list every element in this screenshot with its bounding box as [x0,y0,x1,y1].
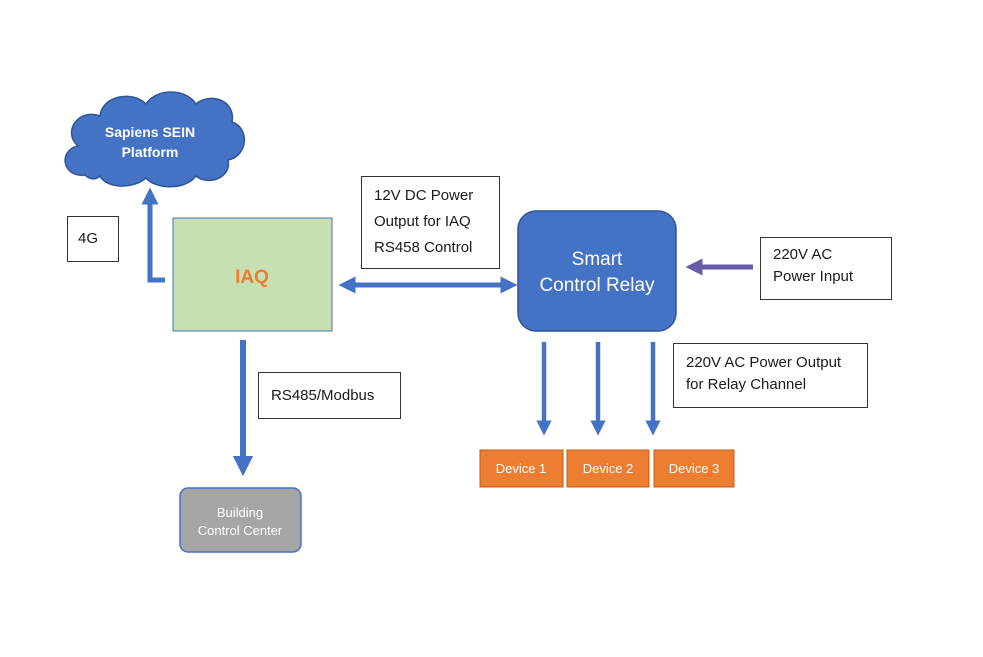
device-3-box [653,449,735,488]
iaq-to-cloud-arrow [141,187,165,283]
building-box [179,487,302,553]
iaq-box [172,217,333,332]
label-dc-power-line3: RS458 Control [374,239,473,256]
cloud-label-line1: Sapiens SEIN [105,124,195,140]
relay-box [517,210,677,332]
label-ac-output-line2: for Relay Channel [686,376,807,393]
sapiens-sein-platform-cloud: Sapiens SEIN Platform [64,91,246,188]
smart-control-relay-node: Smart Control Relay [517,210,677,332]
device-2-box [566,449,650,488]
label-dc-power: 12V DC Power Output for IAQ RS458 Contro… [361,176,500,269]
cloud-shape [64,91,246,188]
label-ac-input-line1: 220V AC [773,246,833,263]
building-label-line1: Building [217,505,263,520]
iaq-label: IAQ [235,267,269,288]
device-1-label: Device 1 [496,461,547,476]
device-2-label: Device 2 [583,461,634,476]
label-4g: 4G [67,216,119,262]
label-dc-power-line1: 12V DC Power [374,187,474,204]
label-modbus: RS485/Modbus [258,372,401,419]
device-3-label: Device 3 [669,461,720,476]
relay-label-line2: Control Relay [539,275,655,296]
iaq-node: IAQ [172,217,333,332]
device-1-box [479,449,564,488]
label-dc-power-line2: Output for IAQ [374,213,471,230]
device-1: Device 1 [479,449,564,488]
cloud-label-line2: Platform [122,144,179,160]
device-2: Device 2 [566,449,650,488]
label-ac-input-line2: Power Input [773,268,854,285]
label-ac-input: 220V AC Power Input [760,237,892,300]
label-ac-output: 220V AC Power Output for Relay Channel [673,343,868,408]
relay-label-line1: Smart [572,249,623,270]
device-3: Device 3 [653,449,735,488]
building-control-center-node: Building Control Center [179,487,302,553]
label-ac-output-line1: 220V AC Power Output [686,354,842,371]
label-modbus-text: RS485/Modbus [271,387,375,404]
building-label-line2: Control Center [198,523,283,538]
label-4g-text: 4G [78,230,99,247]
